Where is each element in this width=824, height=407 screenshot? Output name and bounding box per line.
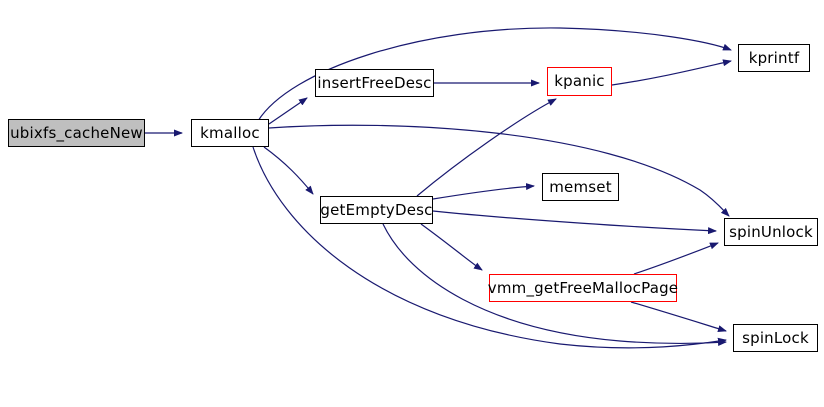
call-edge-getEmptyDesc-to-spinUnlock [432,210,717,235]
call-edge-getEmptyDesc-to-kpanic [416,98,557,197]
call-edge-vmm_getFreeMallocPage-to-spinLock [630,301,727,332]
graph-node-label-kmalloc: kmalloc [200,123,260,142]
graph-node-label-spinLock: spinLock [742,328,809,347]
graph-node-kprintf[interactable]: kprintf [738,44,810,72]
call-edge-getEmptyDesc-to-vmm_getFreeMallocPage [420,223,483,271]
graph-node-ubixfs_cacheNew[interactable]: ubixfs_cacheNew [8,119,145,147]
graph-node-label-getEmptyDesc: getEmptyDesc [320,200,433,219]
graph-node-vmm_getFreeMallocPage[interactable]: vmm_getFreeMallocPage [487,274,679,302]
call-edge-getEmptyDesc-to-memset [432,183,535,200]
graph-node-label-spinUnlock: spinUnlock [729,222,813,241]
graph-node-label-ubixfs_cacheNew: ubixfs_cacheNew [10,123,143,142]
graph-node-memset[interactable]: memset [542,173,619,201]
graph-node-label-kprintf: kprintf [748,48,800,67]
graph-node-label-memset: memset [549,177,612,196]
graph-node-label-insertFreeDesc: insertFreeDesc [317,73,432,92]
graph-node-getEmptyDesc[interactable]: getEmptyDesc [320,196,433,224]
graph-node-insertFreeDesc[interactable]: insertFreeDesc [315,69,434,97]
call-edge-vmm_getFreeMallocPage-to-spinUnlock [633,242,719,275]
graph-node-label-vmm_getFreeMallocPage: vmm_getFreeMallocPage [487,278,679,297]
call-edge-kmalloc-to-insertFreeDesc [268,97,308,125]
call-edge-kmalloc-to-spinLock [252,146,727,349]
call-edge-kpanic-to-kprintf [611,59,732,86]
graph-node-label-kpanic: kpanic [554,72,605,90]
graph-node-kpanic[interactable]: kpanic [547,67,612,96]
graph-node-kmalloc[interactable]: kmalloc [191,119,269,147]
call-edge-kmalloc-to-getEmptyDesc [263,146,314,195]
graph-node-spinLock[interactable]: spinLock [733,324,818,352]
graph-node-spinUnlock[interactable]: spinUnlock [724,218,818,246]
